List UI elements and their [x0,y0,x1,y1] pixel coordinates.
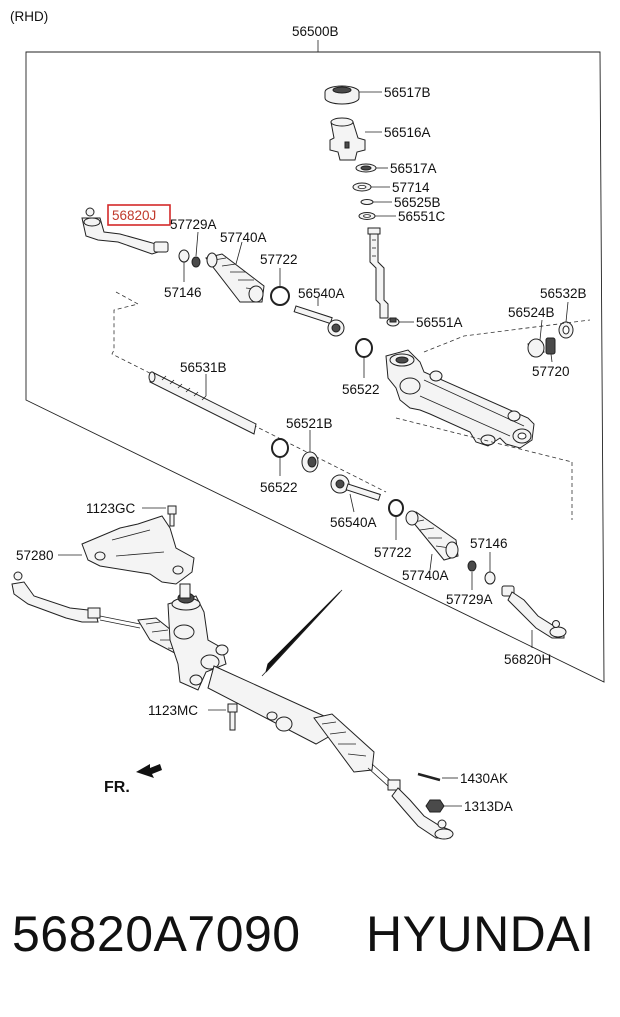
pinion-shaft [367,227,389,319]
part-57729A-top[interactable] [191,256,201,268]
label-57722-top: 57722 [260,252,298,267]
part-1123MC[interactable] [227,703,238,731]
part-56540A-top[interactable] [293,305,345,337]
part-57146-top[interactable] [178,249,190,263]
front-label: FR. [104,779,130,796]
part-57729A-mid[interactable] [467,560,477,572]
part-56540A-mid[interactable] [330,474,381,501]
part-56516A[interactable] [329,117,366,161]
part-56820H[interactable] [501,585,567,639]
highlight-box-56820J [107,204,171,226]
part-56532B[interactable] [558,321,574,339]
label-1313DA: 1313DA [464,799,513,814]
part-56525B[interactable] [360,199,374,205]
part-57722-top[interactable] [270,286,290,306]
part-56517A[interactable] [355,163,377,173]
label-56820J: 56820J [112,208,156,223]
label-56522-top: 56522 [342,382,380,397]
label-56551C: 56551C [398,209,446,224]
part-56551C[interactable] [358,212,376,220]
part-56524B[interactable] [527,338,545,358]
front-arrow-icon [136,764,162,778]
label-57729A-top: 57729A [170,217,217,232]
label-1123MC: 1123MC [148,703,198,718]
label-57146-mid: 57146 [470,536,508,551]
steering-gear-diagram: (RHD) 56500B 56517B 56516A 56517A 57714 … [10,9,605,840]
brand-name: HYUNDAI [366,906,595,962]
label-57280: 57280 [16,548,54,563]
part-56820J[interactable] [81,207,169,255]
part-1313DA[interactable] [425,799,445,813]
label-56517A: 56517A [390,161,437,176]
part-number: 56820A7090 [12,906,301,962]
label-57720: 57720 [532,364,570,379]
label-1430AK: 1430AK [460,771,508,786]
steering-gear-assembly [11,571,454,840]
label-56524B: 56524B [508,305,555,320]
variant-label: (RHD) [10,9,48,24]
part-57280[interactable] [81,515,195,585]
label-56532B: 56532B [540,286,587,301]
label-57714: 57714 [392,180,430,195]
exploded-frame [25,51,605,683]
label-56525B: 56525B [394,195,441,210]
part-57740A-top[interactable] [205,252,265,303]
part-56531B[interactable] [148,371,257,435]
part-56522-top[interactable] [355,338,373,358]
part-57146-mid[interactable] [484,571,496,585]
label-56540A-mid: 56540A [330,515,377,530]
label-57729A-mid: 57729A [446,592,493,607]
part-56521B[interactable] [301,451,319,473]
part-57740A-mid[interactable] [405,510,459,561]
part-56522-mid[interactable] [271,438,289,458]
label-56531B: 56531B [180,360,227,375]
label-56522-mid: 56522 [260,480,298,495]
label-56516A: 56516A [384,125,431,140]
label-56540A-top: 56540A [298,286,345,301]
part-57722-mid[interactable] [388,499,404,517]
label-56551A: 56551A [416,315,463,330]
label-56820H: 56820H [504,652,551,667]
part-1123GC[interactable] [167,505,177,527]
label-57740A-mid: 57740A [402,568,449,583]
label-56521B: 56521B [286,416,333,431]
label-57722-mid: 57722 [374,545,412,560]
label-57740A-top: 57740A [220,230,267,245]
assembly-label: 56500B [292,24,339,39]
part-56517B[interactable] [324,85,360,105]
part-1430AK[interactable] [417,772,441,782]
label-1123GC: 1123GC [86,501,136,516]
label-56517B: 56517B [384,85,431,100]
label-57146-top: 57146 [164,285,202,300]
part-57720[interactable] [545,337,556,355]
part-57714[interactable] [352,182,372,192]
rack-housing-exploded [385,349,535,449]
part-56551A[interactable] [386,317,400,327]
